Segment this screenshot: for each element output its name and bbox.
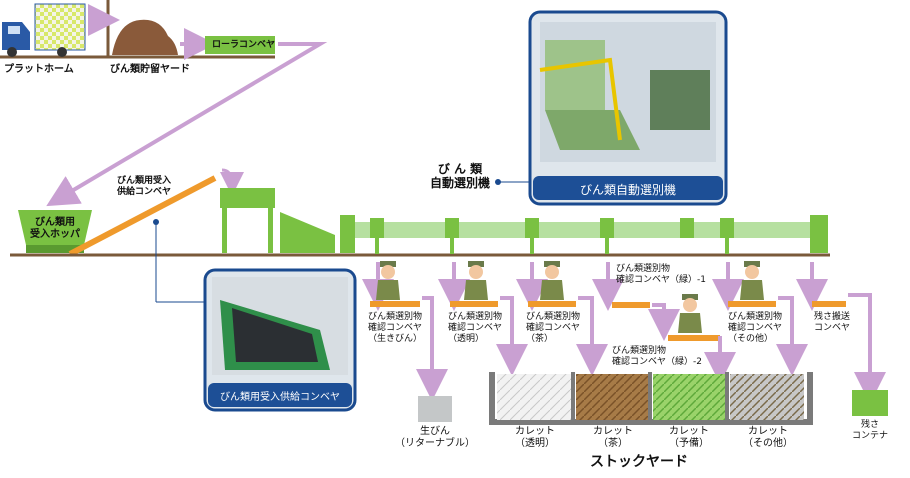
photo-feed-conveyor: [203, 268, 357, 412]
bottle-pile-icon: [112, 19, 178, 55]
roller-conveyor: [205, 36, 275, 54]
feed-conveyor: [68, 175, 217, 257]
returnable-bottle-box: [418, 396, 452, 422]
label-platform: プラットホーム: [4, 64, 74, 75]
worker-icons: [376, 261, 764, 333]
caption-photo-feed: びん類用受入供給コンベヤ: [220, 392, 340, 403]
stock-yard-bins: [489, 372, 813, 425]
label-roller-conveyor: ローラコンベヤ: [212, 40, 276, 50]
label-residue-conveyor: 残さ搬送コンベヤ: [814, 312, 851, 333]
label-sort-conv-brown: びん類選別物確認コンベヤ（茶）: [526, 312, 581, 344]
label-sort-conv-raw: びん類選別物確認コンベヤ（生きびん）: [368, 312, 423, 344]
label-cullet-brown: カレット（茶）: [593, 426, 633, 449]
label-returnable-bottle: 生びん（リターナブル）: [395, 426, 475, 449]
distributor-tower: [220, 188, 275, 253]
photo-sorter: [528, 10, 728, 206]
label-cullet-reserve: カレット（予備）: [669, 426, 709, 449]
caption-photo-sorter: びん類自動選別機: [579, 183, 676, 197]
label-auto-sorter: び ん 類自動選別機: [429, 162, 490, 190]
label-sort-conv-green1: びん類選別物確認コンベヤ（緑）-1: [616, 264, 706, 285]
receiving-hopper: [18, 210, 92, 245]
chute: [280, 212, 335, 253]
label-sort-conv-clear: びん類選別物確認コンベヤ（透明）: [448, 312, 503, 344]
truck-icon: [2, 3, 86, 57]
label-sort-conv-green2: びん類選別物確認コンベヤ（緑）-2: [612, 346, 702, 367]
label-feed-conveyor: びん類用受入供給コンベヤ: [116, 176, 171, 197]
residue-container: [852, 390, 888, 416]
label-cullet-other: カレット（その他）: [743, 426, 793, 449]
auto-sorter-line: [340, 215, 828, 254]
label-stock-yard: ストックヤード: [590, 454, 688, 470]
label-cullet-clear: カレット（透明）: [515, 426, 555, 449]
label-sort-conv-other: びん類選別物確認コンベヤ（その他）: [728, 312, 783, 344]
label-bottle-storage-yard: びん類貯留ヤード: [110, 64, 190, 75]
label-receiving-hopper: びん類用受入ホッパ: [30, 217, 80, 240]
label-residue-container: 残さコンテナ: [851, 420, 888, 441]
